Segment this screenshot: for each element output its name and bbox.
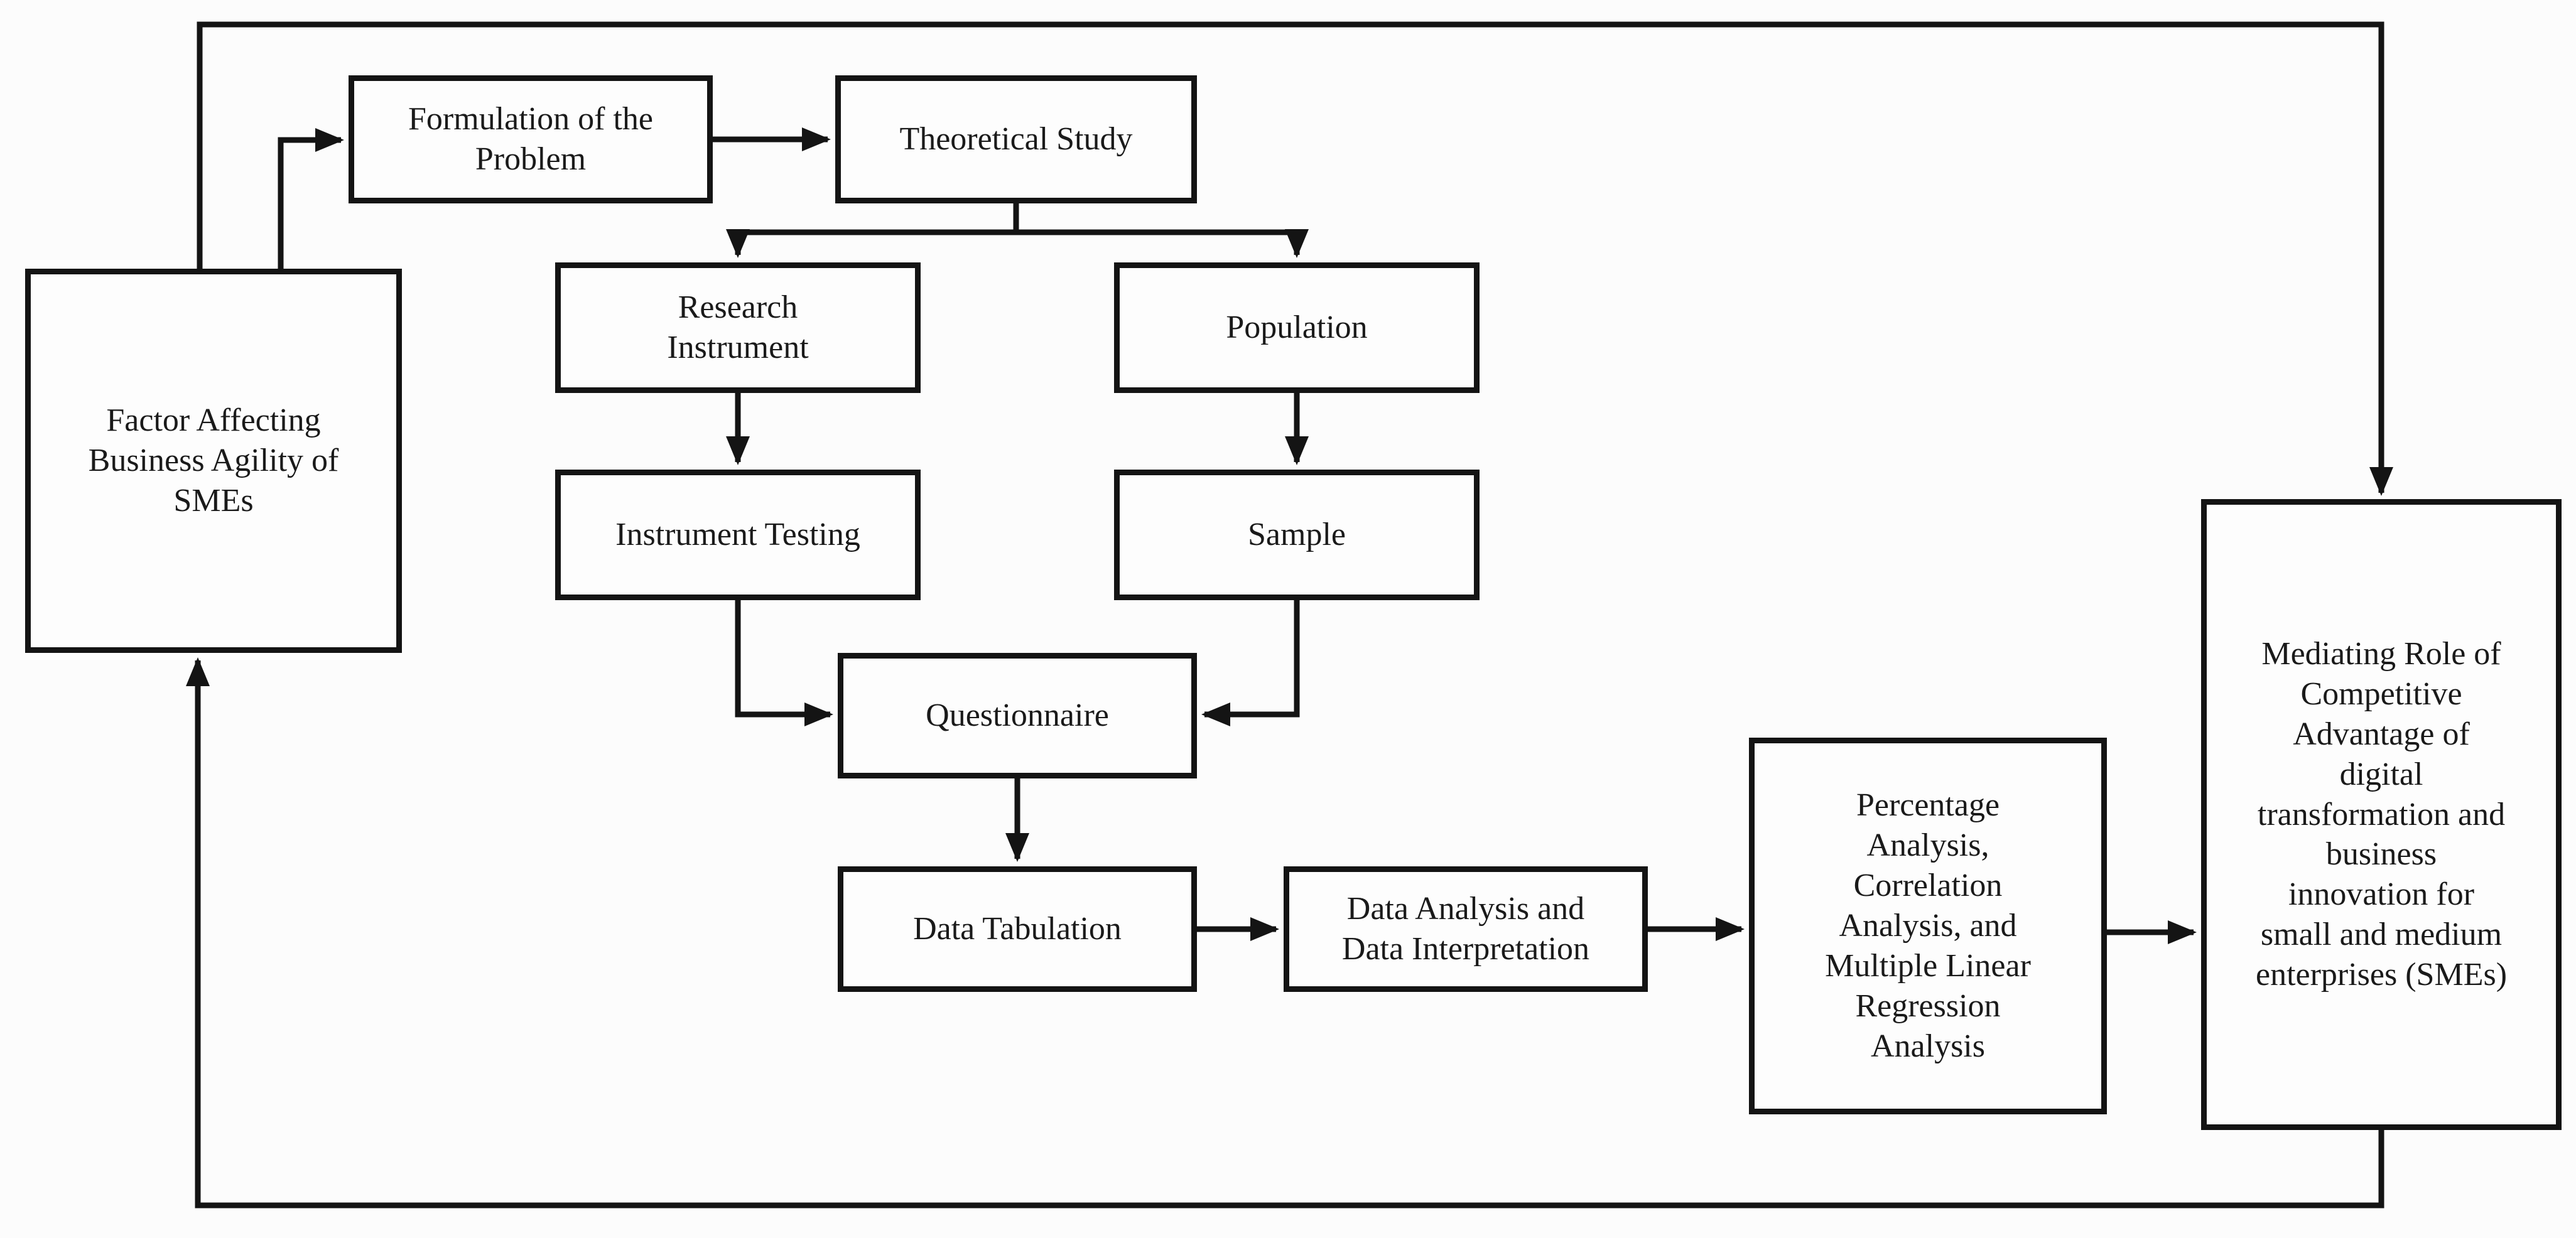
edge-mediating-to-factor bbox=[186, 657, 2384, 1208]
edge-factor-to-formulation bbox=[278, 128, 344, 269]
edge-factor-to-mediating bbox=[197, 21, 2393, 496]
node-instrument-testing: Instrument Testing bbox=[555, 470, 921, 600]
node-data-tabulation: Data Tabulation bbox=[838, 866, 1197, 992]
node-population: Population bbox=[1114, 262, 1480, 393]
node-questionnaire: Questionnaire bbox=[838, 653, 1197, 778]
node-formulation-of-the-problem: Formulation of the Problem bbox=[349, 75, 713, 203]
node-statistical-analysis: Percentage Analysis, Correlation Analysi… bbox=[1749, 738, 2107, 1114]
node-research-instrument: Research Instrument bbox=[555, 262, 921, 393]
node-mediating-role: Mediating Role of Competitive Advantage … bbox=[2201, 499, 2562, 1130]
node-factor-affecting-business-agility: Factor Affecting Business Agility of SME… bbox=[25, 269, 402, 653]
node-data-analysis-and-interpretation: Data Analysis and Data Interpretation bbox=[1284, 866, 1648, 992]
node-sample: Sample bbox=[1114, 470, 1480, 600]
edge-testing-to-questionnaire bbox=[735, 600, 833, 726]
edge-sample-to-questionnaire bbox=[1201, 600, 1300, 726]
node-theoretical-study: Theoretical Study bbox=[835, 75, 1197, 203]
edge-theoretical-split bbox=[738, 203, 1297, 235]
